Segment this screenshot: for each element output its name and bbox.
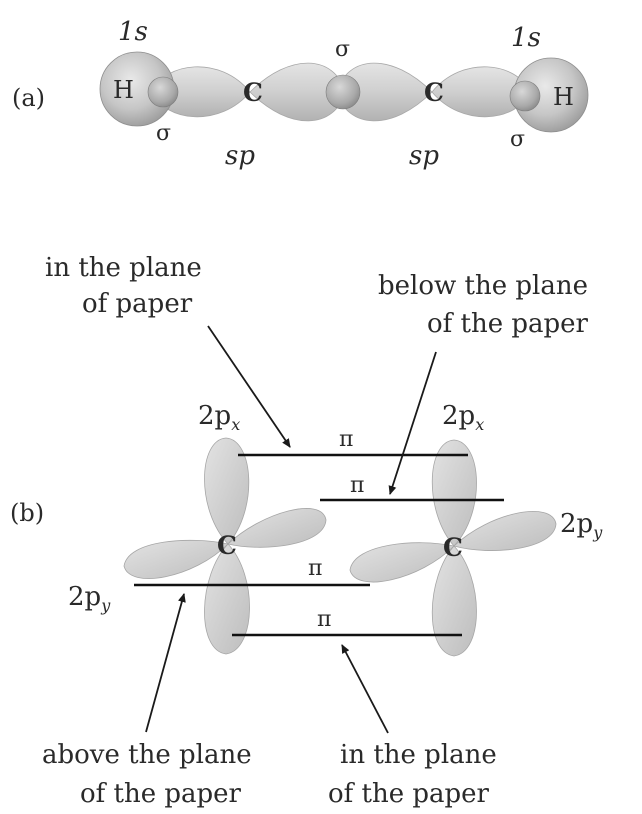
annot-top-left: in the plane of paper xyxy=(45,253,210,319)
left-py-lobe-left xyxy=(123,539,229,579)
hybrid-sp-right: sp xyxy=(409,141,439,171)
annot-bottom-left: above the plane of the paper xyxy=(42,740,260,809)
left-py-lobe-right xyxy=(227,508,327,548)
orbital-2py-right: 2py xyxy=(560,509,603,542)
pi-label-3: π xyxy=(308,556,322,581)
part-a-label: (a) xyxy=(12,84,45,112)
carbon-a-right: C xyxy=(424,78,444,107)
hydrogen-right: H xyxy=(553,83,574,111)
left-px-lobe-up xyxy=(204,437,250,545)
right-py-lobe-right xyxy=(453,511,557,551)
arrow-bottom-right xyxy=(341,644,389,734)
pi-label-2: π xyxy=(350,473,364,498)
orbital-1s-left: 1s xyxy=(118,17,148,47)
arrow-bottom-left xyxy=(145,593,186,733)
carbon-b-left: C xyxy=(217,531,237,560)
hybrid-sp-left: sp xyxy=(225,141,255,171)
right-carbon-p-orbitals xyxy=(349,439,557,657)
left-px-lobe-down xyxy=(204,543,250,655)
carbon-b-right: C xyxy=(443,533,463,562)
overlap-sphere-right xyxy=(509,80,541,112)
left-carbon-p-orbitals xyxy=(123,437,327,655)
right-py-lobe-left xyxy=(349,542,455,583)
orbital-2px-right: 2px xyxy=(442,401,484,434)
orbital-2py-left: 2py xyxy=(68,582,111,615)
overlap-sphere-middle xyxy=(325,74,361,110)
hydrogen-left: H xyxy=(113,76,134,104)
sigma-middle: σ xyxy=(335,37,350,62)
arrow-top-left xyxy=(207,325,291,448)
annot-bottom-right: in the plane of the paper xyxy=(328,740,505,809)
carbon-a-left: C xyxy=(243,78,263,107)
part-b-label: (b) xyxy=(10,499,44,527)
overlap-sphere-left xyxy=(147,76,179,108)
orbital-2px-left: 2px xyxy=(198,401,240,434)
part-b-diagram: C C π π π π 2px 2px 2py 2py (b) in the p… xyxy=(10,253,603,809)
part-a-diagram: (a) 1s 1s H H C C σ σ σ sp sp xyxy=(12,17,589,171)
right-px-lobe-up xyxy=(431,439,477,547)
sigma-left: σ xyxy=(156,121,171,146)
annot-top-right: below the plane of the paper xyxy=(378,271,596,339)
pi-label-1: π xyxy=(339,427,353,452)
right-px-lobe-down xyxy=(431,545,477,657)
orbital-1s-right: 1s xyxy=(511,23,541,53)
arrow-top-right xyxy=(388,351,437,495)
pi-label-4: π xyxy=(317,607,331,632)
sigma-right: σ xyxy=(510,127,525,152)
